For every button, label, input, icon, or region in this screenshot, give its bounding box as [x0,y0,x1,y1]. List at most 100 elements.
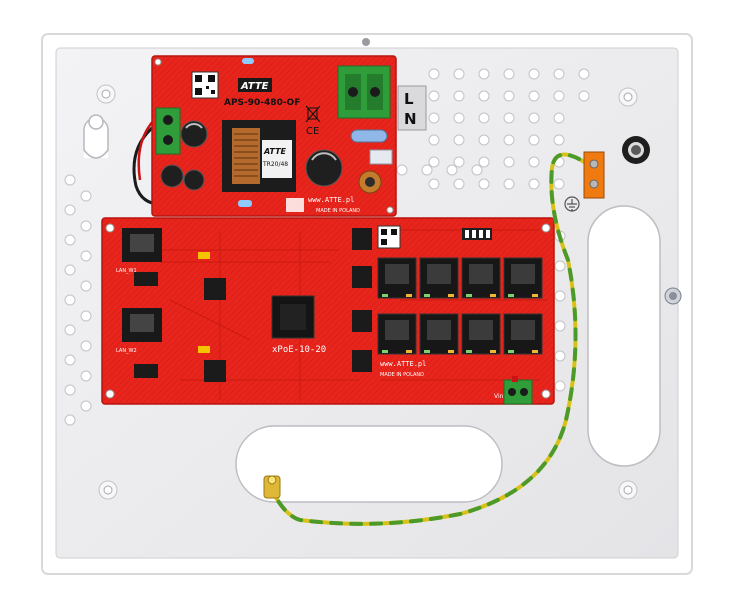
vent-hole [553,134,565,146]
vent-hole [528,134,540,146]
vent-hole [453,68,465,80]
lan-w2-label: LAN_W2 [116,348,137,354]
psu-inductor [358,170,382,194]
vent-hole [528,156,540,168]
metal-stud [664,287,682,305]
vent-hole [428,68,440,80]
lan-uplink-port-2 [122,308,162,342]
psu-website-label: www.ATTE.pl [308,196,354,204]
vent-hole [428,156,440,168]
vent-hole [64,264,76,276]
psu-output-terminal [155,107,181,155]
vent-hole [64,384,76,396]
ce-mark-icon: CE [306,126,319,137]
vent-hole [453,178,465,190]
vent-hole [554,290,566,302]
ventilation-grid [396,68,590,190]
vent-hole [503,178,515,190]
lan-w1-label: LAN_W1 [116,268,137,274]
vent-hole [528,178,540,190]
ground-terminal-clamp [583,151,605,199]
vent-hole [471,164,483,176]
mains-label-l: L [404,90,414,108]
vent-hole [528,68,540,80]
vent-hole [428,112,440,124]
mains-label-n: N [404,110,417,128]
rj45-port [503,257,543,299]
poe-switch-board: LAN_W1 LAN_W2 [101,58,555,405]
rj45-port [461,313,501,355]
vent-hole [64,204,76,216]
vent-hole [528,90,540,102]
vent-hole [503,112,515,124]
vent-hole [503,156,515,168]
switch-model-label: xPoE-10-20 [272,345,326,355]
vent-hole [64,234,76,246]
vent-hole [553,90,565,102]
psu-transformer: ATTE TR20/48 [222,120,296,192]
rj45-port [377,257,417,299]
vent-hole [64,294,76,306]
lan-magnetics [134,272,226,382]
transformer-model-label: TR20/48 [262,161,288,168]
rj45-port [461,257,501,299]
vent-hole [80,370,92,382]
rj45-port-array [377,257,543,355]
vent-hole [80,190,92,202]
vent-hole [64,174,76,186]
dip-switch [462,228,492,240]
main-switch-chip [271,295,315,339]
vent-hole [503,134,515,146]
switch-origin-label: MADE IN POLAND [380,372,424,378]
weee-bin-icon [305,105,321,123]
vent-hole [478,90,490,102]
vent-hole [553,178,565,190]
rj45-port [419,313,459,355]
vent-hole [64,324,76,336]
vent-hole [503,68,515,80]
vent-hole [478,68,490,80]
vent-hole [428,178,440,190]
vent-hole [528,112,540,124]
rj45-port [503,313,543,355]
vent-hole [553,68,565,80]
vent-hole [478,134,490,146]
vent-hole [554,350,566,362]
cable-cutout-right [587,205,661,467]
vent-hole [453,156,465,168]
vin-label: Vin [494,393,504,400]
ground-crimp-terminal [263,475,281,499]
ground-symbol-icon [564,196,580,212]
vent-hole [428,134,440,146]
psu-origin-label: MADE IN POLAND [316,208,360,214]
rj45-port [377,313,417,355]
vent-hole [396,164,408,176]
vent-hole [578,68,590,80]
vent-hole [80,220,92,232]
psu-model-label: APS-90-480-OF [224,98,300,108]
vent-hole [80,250,92,262]
vent-hole [453,112,465,124]
cable-grommet [622,136,650,164]
vent-hole [446,164,458,176]
psu-capacitors [160,120,343,191]
port-magnetics-column [352,228,372,372]
cable-cutout-bottom [235,425,503,503]
mounting-holes [96,84,638,500]
mains-terminal-block [337,65,391,119]
vent-hole [453,134,465,146]
vent-hole [554,320,566,332]
psu-board: L N ATTE APS-90-480-OF CE [132,55,427,217]
rj45-port [419,257,459,299]
switch-qr-code-icon [377,225,401,249]
psu-qr-code-icon [191,71,219,99]
vent-hole [478,112,490,124]
svg-text:CE: CE [306,126,319,137]
vent-hole [421,164,433,176]
svg-text:ATTE: ATTE [240,81,269,92]
vent-hole [64,414,76,426]
switch-website-label: www.ATTE.pl [380,360,426,368]
vin-terminal [503,376,533,405]
vent-hole [453,90,465,102]
